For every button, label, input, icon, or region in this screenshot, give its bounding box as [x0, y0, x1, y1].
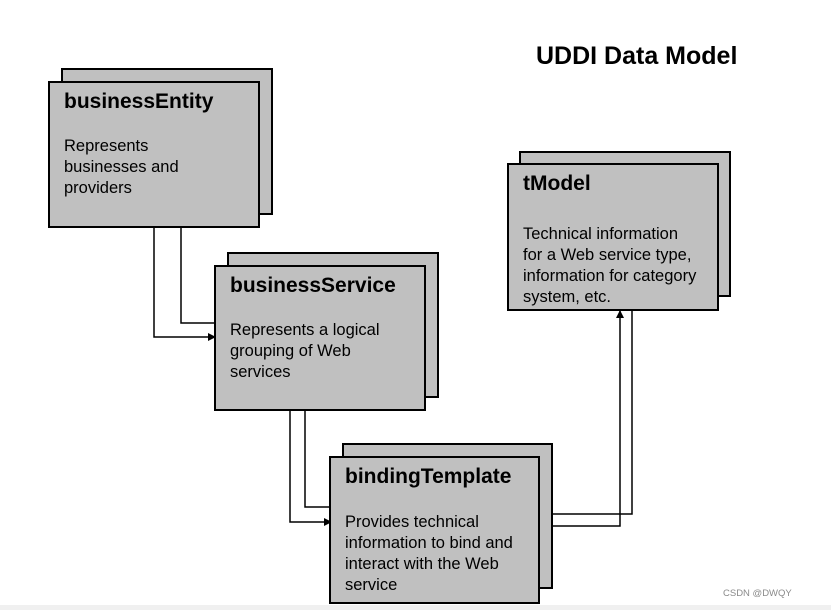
connector-entity-to-service-inner — [180, 228, 215, 324]
tmodel-description: Technical information for a Web service … — [523, 224, 696, 308]
connector-service-to-binding-inner — [304, 410, 331, 508]
business-entity-title: businessEntity — [64, 90, 214, 113]
description-line: Represents a logical — [230, 321, 380, 339]
footer-divider — [0, 605, 831, 610]
description-line: Provides technical — [345, 513, 479, 531]
business-service-card: businessService Represents a logical gro… — [214, 265, 426, 411]
tmodel-title: tModel — [523, 172, 591, 195]
binding-template-card: bindingTemplate Provides technical infor… — [329, 456, 540, 604]
watermark: CSDN @DWQY — [723, 588, 792, 599]
description-line: information to bind and — [345, 534, 513, 552]
connector-service-to-binding-outer — [289, 410, 332, 526]
description-line: providers — [64, 179, 132, 197]
description-line: system, etc. — [523, 288, 612, 306]
description-line: information for category — [523, 267, 697, 285]
connector-binding-to-tmodel-outer — [541, 310, 624, 527]
diagram-title: UDDI Data Model — [536, 42, 738, 70]
description-line: services — [230, 363, 291, 381]
connector-entity-to-service-outer — [153, 228, 216, 341]
business-service-title: businessService — [230, 274, 396, 297]
business-service-description: Represents a logical grouping of Web ser… — [230, 320, 380, 383]
connector-binding-to-tmodel-inner — [553, 300, 633, 515]
description-line: Technical information — [523, 225, 678, 243]
business-entity-description: Represents businesses and providers — [64, 136, 179, 199]
binding-template-title: bindingTemplate — [345, 465, 512, 488]
description-line: service — [345, 576, 398, 594]
description-line: grouping of Web — [230, 342, 351, 360]
description-line: interact with the Web — [345, 555, 499, 573]
description-line: businesses and — [64, 158, 179, 176]
tmodel-card: tModel Technical information for a Web s… — [507, 163, 719, 311]
binding-template-description: Provides technical information to bind a… — [345, 512, 513, 596]
description-line: for a Web service type, — [523, 246, 692, 264]
description-line: Represents — [64, 137, 149, 155]
business-entity-card: businessEntity Represents businesses and… — [48, 81, 260, 228]
